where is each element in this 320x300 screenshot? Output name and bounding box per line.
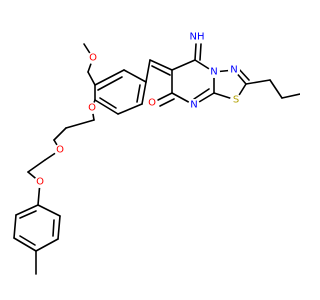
bond [13,237,37,252]
nitrogen-atom-upper: N [228,64,240,76]
bond [141,81,147,105]
bond [117,103,143,115]
atom-label: S [233,95,239,106]
bond-layer [13,43,300,275]
oxygen-atom-methoxy: O [87,52,99,64]
atom-layer: O O O O O NH N N [34,31,242,188]
bond [53,127,67,141]
oxygen-atom-carbonyl: O [146,97,158,109]
atom-label: N [190,100,197,111]
nitrogen-atom-bridge: N [208,66,220,78]
oxygen-atom-ether: O [54,144,66,156]
bond [35,238,59,252]
atom-label: O [89,53,97,64]
bond [27,159,46,173]
bond [37,204,61,217]
bond [269,79,283,99]
bond [19,235,36,246]
bond [136,84,141,103]
bond [57,215,61,240]
bond [94,99,119,115]
bond [65,119,95,129]
bond [87,71,96,86]
atom-label: N [210,67,217,78]
bond [199,43,202,61]
bond [281,93,300,99]
bond [97,76,123,91]
bond [15,204,39,216]
oxygen-atom-phenol: O [86,102,98,114]
atom-label: O [56,145,64,156]
bond [149,59,173,71]
bond [245,79,271,85]
atom-label: O [36,177,44,188]
bond [94,69,125,86]
bond [52,219,55,237]
atom-label: O [88,103,96,114]
sulfur-atom: S [230,94,242,106]
nitrogen-atom-lower: N [188,99,200,111]
bond [13,214,17,239]
bond [123,69,147,83]
oxygen-atom-aryl-ether: O [34,176,46,188]
bond [19,210,37,219]
bond [151,65,171,76]
bond [99,97,117,109]
nitrogen-atom-imino: NH [188,31,206,43]
bond [171,59,196,71]
bond [194,43,197,61]
molecule-structure: O O O O O NH N N [13,31,300,275]
bond [157,92,173,101]
bond [159,98,175,107]
bond [145,59,151,83]
atom-label: N [230,65,237,76]
bond [193,88,210,100]
atom-label: NH [190,32,205,43]
atom-label: O [148,98,156,109]
